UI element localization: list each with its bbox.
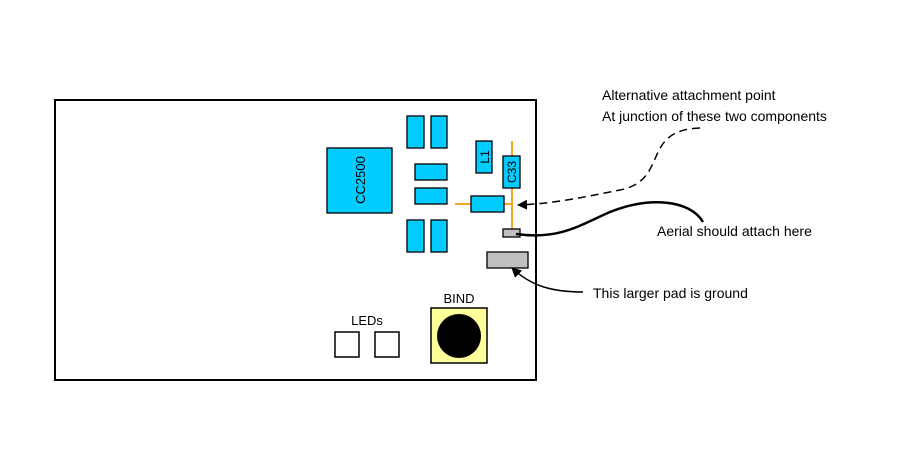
l1-label: L1 <box>478 150 492 164</box>
chip-label: CC2500 <box>353 156 368 204</box>
leds-label: LEDs <box>351 313 383 328</box>
alt-point-text-2: At junction of these two components <box>602 108 827 124</box>
led <box>374 331 400 358</box>
component <box>406 219 425 253</box>
bind-button-knob <box>437 314 481 358</box>
bind-label: BIND <box>443 291 474 306</box>
component <box>414 163 448 181</box>
led <box>334 331 360 358</box>
aerial-wire <box>515 201 705 237</box>
ground-text: This larger pad is ground <box>593 285 748 301</box>
aerial-text: Aerial should attach here <box>657 223 812 239</box>
alt-point-text-1: Alternative attachment point <box>602 87 776 103</box>
c33-capacitor <box>502 155 521 189</box>
component <box>430 219 448 253</box>
component <box>430 115 448 149</box>
component <box>414 187 448 205</box>
cc2500-chip <box>326 147 393 214</box>
ground-pad <box>486 251 529 269</box>
component <box>406 115 425 149</box>
aerial-pad <box>502 228 521 238</box>
c33-label: C33 <box>505 161 519 183</box>
alt-point-arrow <box>517 127 701 210</box>
resistor <box>470 195 505 213</box>
ground-arrow <box>511 267 584 293</box>
l1-inductor <box>475 140 493 174</box>
